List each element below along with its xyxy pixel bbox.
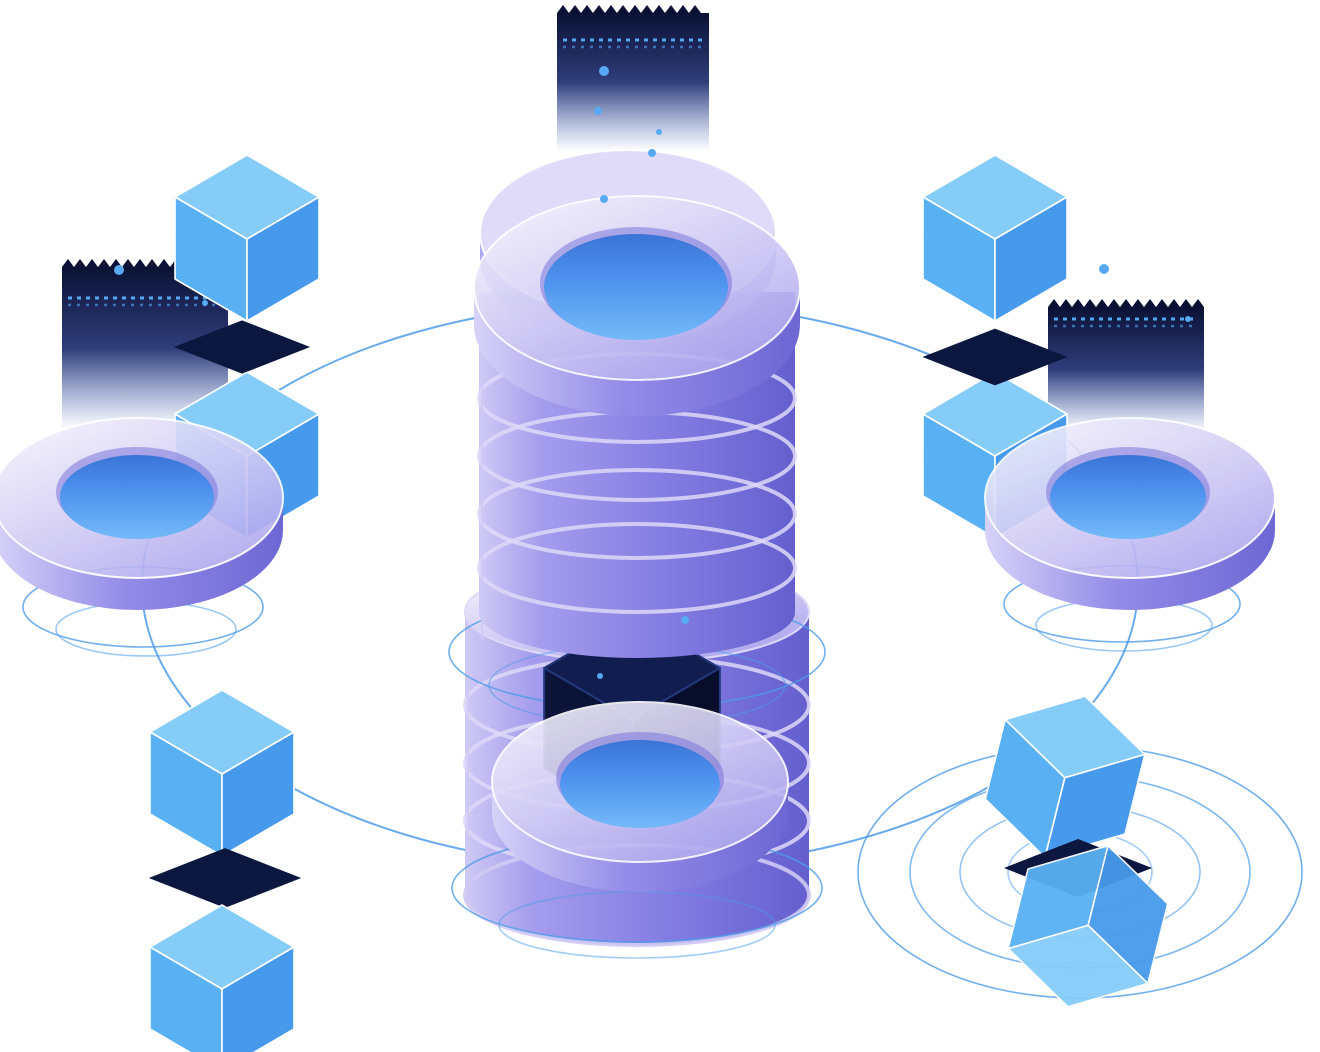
ripple-line: [55, 601, 237, 657]
panel-gradient: [1048, 307, 1204, 433]
cube-bottom-left: [149, 904, 295, 1052]
particle-dot: [114, 265, 124, 275]
particle-dots: [114, 66, 1191, 679]
torus-right: [984, 417, 1276, 610]
data-panel-right: [1048, 299, 1204, 433]
torus-skirt: [474, 288, 800, 416]
torus-center-top: [473, 149, 801, 416]
particle-dot: [656, 129, 662, 135]
panel-zigzag-edge: [1048, 299, 1204, 307]
particle-dot: [600, 195, 608, 203]
particle-dot: [1185, 316, 1191, 322]
torus-center-lower: [491, 701, 789, 892]
torus-skirt: [492, 782, 788, 892]
panel-zigzag-edge: [557, 5, 701, 13]
ring-line: [498, 891, 776, 959]
torus-skirt: [985, 498, 1275, 610]
particle-dot: [599, 66, 609, 76]
particle-dot: [597, 673, 603, 679]
torus-hole: [560, 740, 720, 828]
torus-skirt: [0, 498, 283, 610]
torus-hole: [60, 455, 214, 539]
data-panel-top: [557, 5, 709, 151]
particle-dot: [202, 300, 208, 306]
particle-dot: [1099, 264, 1109, 274]
disc-seam: [477, 522, 797, 614]
disc-seam: [477, 468, 797, 560]
particle-dot: [594, 107, 602, 115]
cube-lower-left: [149, 689, 295, 857]
cube-top-right: [922, 154, 1068, 322]
panel-gradient: [557, 13, 709, 151]
particle-dot: [681, 616, 689, 624]
shadow-diamond-right-upper: [922, 328, 1068, 386]
torus-hole: [1050, 455, 1206, 539]
torus-hole: [544, 234, 728, 340]
shadow-diamond-left-lower: [148, 848, 302, 908]
particle-dot: [648, 149, 656, 157]
torus-left: [0, 417, 284, 610]
